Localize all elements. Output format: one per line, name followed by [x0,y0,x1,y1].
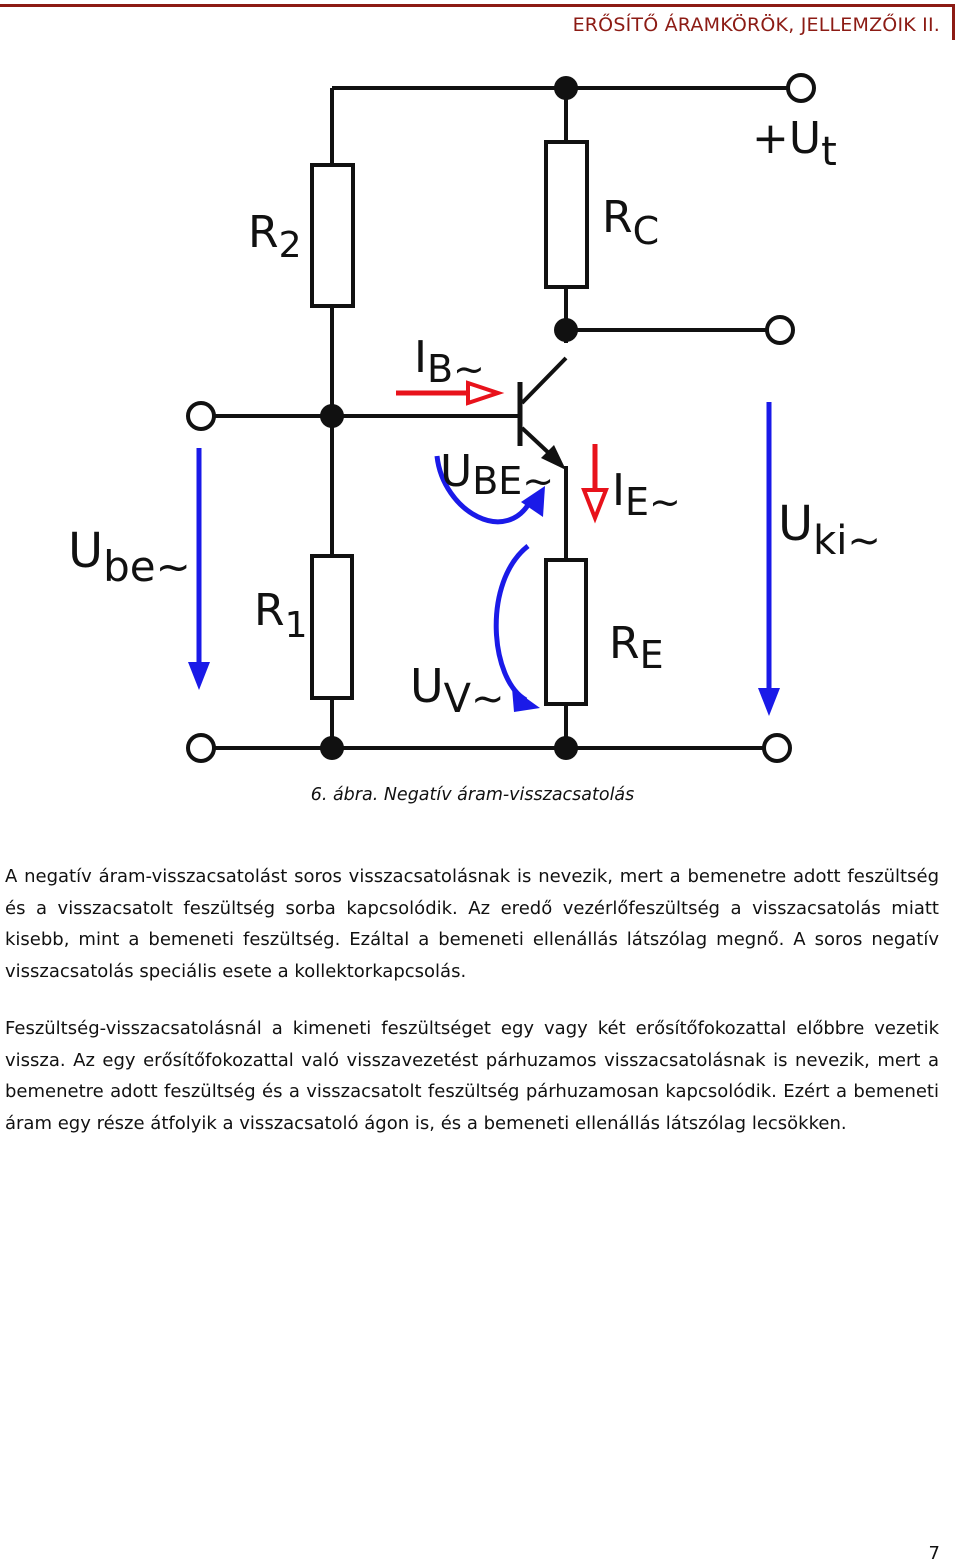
voltage-arrows [196,402,772,703]
paragraph-current-feedback: A negatív áram-visszacsatolást soros vis… [5,866,939,982]
paragraph-voltage-feedback: Feszültség-visszacsatolásnál a kimeneti … [5,1018,939,1134]
label-r2: R2 [248,207,301,266]
circuit-diagram: R2 RC R1 RE +Ut IB~ UBE~ IE~ Ube~ Uki~ U… [68,73,881,763]
label-input-voltage: Ube~ [68,523,191,591]
emitter-arrow [541,445,566,470]
terminals [186,73,816,763]
wires [214,86,787,750]
page-number: 7 [928,1543,940,1564]
current-arrows [396,380,609,524]
resistor-r2 [310,163,355,308]
label-base-current: IB~ [414,332,485,391]
resistor-re [544,558,588,706]
label-feedback-voltage: UV~ [410,659,505,722]
resistor-r1 [310,554,354,700]
running-header: ERŐSÍTŐ ÁRAMKÖRÖK, JELLEMZŐIK II. [572,14,940,36]
label-emitter-current: IE~ [612,465,681,524]
label-supply-voltage: +Ut [752,113,837,175]
header-rule [0,4,955,7]
label-rc: RC [602,192,659,253]
figure-caption: 6. ábra. Negatív áram-visszacsatolás [310,785,635,805]
junction-dots [320,76,578,760]
label-output-voltage: Uki~ [778,496,881,564]
label-base-emitter-voltage: UBE~ [440,446,554,503]
voltage-arrowheads [188,486,780,716]
label-r1: R1 [254,585,307,646]
resistor-rc [544,140,589,289]
header-rule-corner [952,4,955,40]
label-re: RE [609,618,664,677]
